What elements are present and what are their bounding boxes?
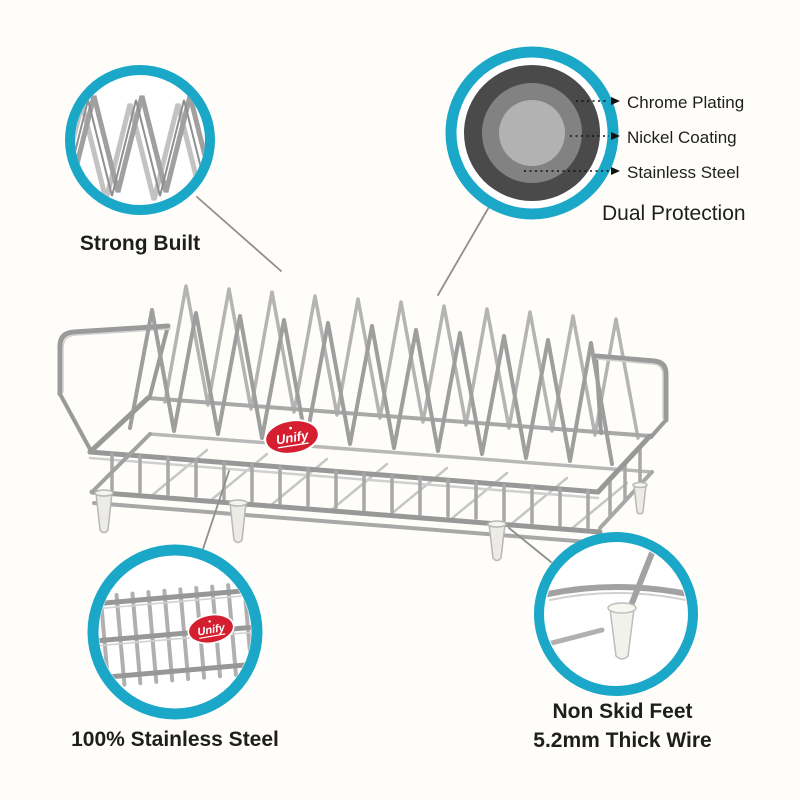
wire-detail (627, 545, 657, 611)
dual-protection-callout-circle (445, 46, 620, 220)
thick-wire-label: 5.2mm Thick Wire (533, 729, 712, 752)
rack-feet (94, 481, 648, 562)
leader-stainless (202, 470, 230, 550)
dish-rack-illustration: Unify (57, 284, 669, 562)
layer-pointer-arrowheads (611, 97, 620, 175)
unify-logo-badge-small: Unify (187, 613, 235, 645)
layer-pointer-lines (524, 100, 609, 172)
non-skid-feet-label: Non Skid Feet (552, 700, 693, 723)
leader-dual-protection (437, 206, 490, 296)
stainless-steel-layer (499, 100, 565, 166)
rack-left-handle (57, 323, 171, 453)
wire-detail (545, 627, 605, 647)
dual-protection-label: Dual Protection (602, 202, 746, 225)
stainless-100-label: 100% Stainless Steel (71, 728, 279, 751)
stainless-steel-label: Stainless Steel (627, 163, 740, 182)
strong-built-callout-circle (65, 65, 215, 215)
chrome-plating-label: Chrome Plating (627, 93, 745, 112)
rack-front-face (87, 395, 653, 545)
foot-detail (607, 602, 637, 660)
leader-strong-built (196, 196, 282, 272)
wire-detail (545, 584, 687, 597)
leader-feet (508, 527, 552, 563)
feet-callout-circle (534, 532, 698, 696)
unify-logo-badge: Unify (264, 419, 320, 455)
rack-right-side (598, 445, 654, 530)
stainless-callout-circle: Unify (87, 544, 263, 720)
nickel-coating-label: Nickel Coating (627, 128, 737, 147)
rack-front-dividers (128, 308, 614, 466)
unify-logo-text: Unify (275, 427, 310, 447)
leader-lines (196, 196, 552, 563)
strong-built-label: Strong Built (79, 232, 201, 255)
